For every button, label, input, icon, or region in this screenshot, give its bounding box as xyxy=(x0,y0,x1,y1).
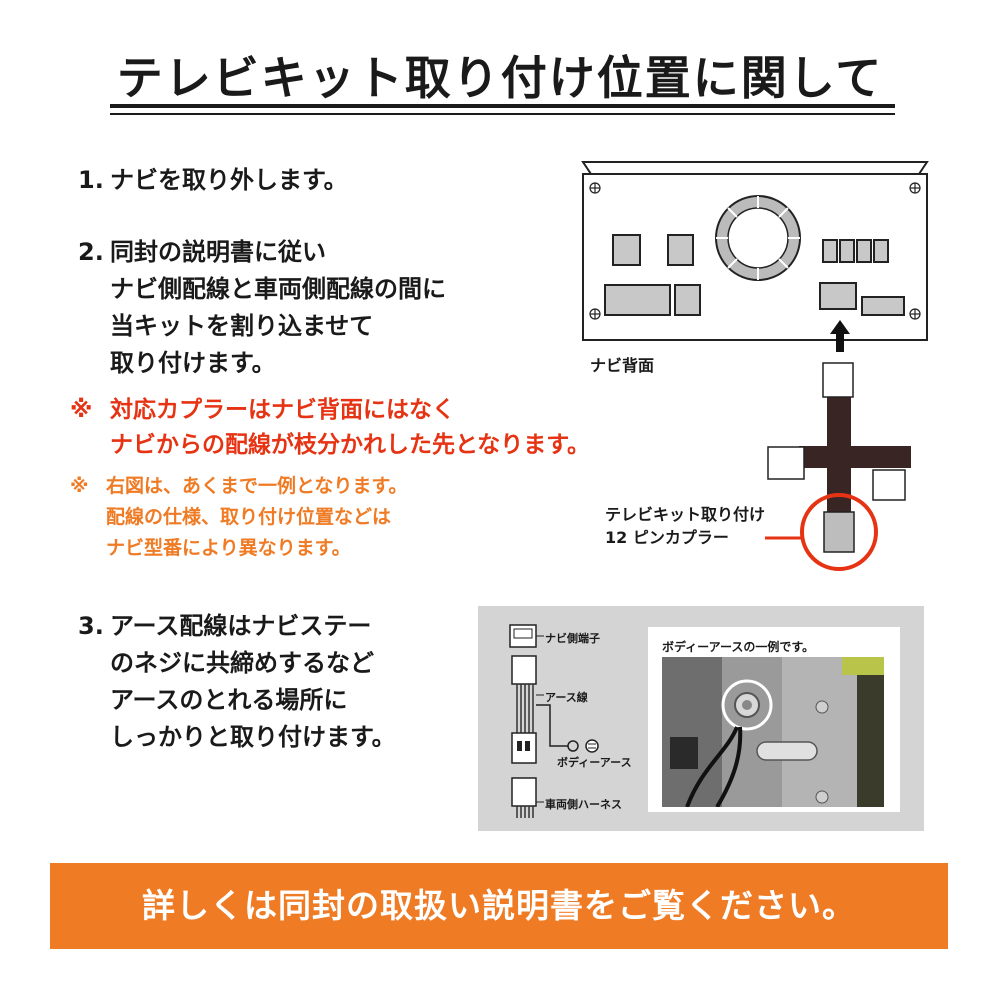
note-orange: ※ 右図は、あくまで一例となります。 配線の仕様、取り付け位置などは ナビ型番によ… xyxy=(70,471,408,564)
ring-terminal-icon xyxy=(567,740,579,752)
photo-caption: ボディーアースの一例です。 xyxy=(662,640,815,654)
ground-wiring-diagram xyxy=(509,624,599,818)
note-red: ※ 対応カプラーはナビ背面にはなく ナビからの配線が枝分かれした先となります。 xyxy=(70,393,590,463)
note-orange-mark: ※ xyxy=(70,475,89,497)
fan-icon xyxy=(715,195,801,281)
footer-text: 詳しくは同封の取扱い説明書をご覧ください。 xyxy=(142,886,856,925)
note-red-line: ナビからの配線が枝分かれした先となります。 xyxy=(110,432,591,458)
coupler-label-line: 12 ピンカプラー xyxy=(605,528,729,547)
navi-back-label: ナビ背面 xyxy=(590,356,655,375)
navi-terminal-label: ナビ側端子 xyxy=(545,632,600,645)
vehicle-harness-label: 車両側ハーネス xyxy=(545,798,622,811)
earth-wire-label: アース線 xyxy=(545,691,588,704)
note-orange-line: 配線の仕様、取り付け位置などは xyxy=(106,506,392,528)
note-red-line: 対応カプラーはナビ背面にはなく xyxy=(110,397,455,423)
step-3-line: のネジに共締めするなど xyxy=(110,649,374,677)
page-title: テレビキット取り付け位置に関して xyxy=(116,51,884,105)
note-orange-line: 右図は、あくまで一例となります。 xyxy=(106,475,408,497)
coupler-label-line: テレビキット取り付け xyxy=(605,505,766,524)
step-2-line: 取り付けます。 xyxy=(110,349,276,377)
step-3-line: しっかりと取り付けます。 xyxy=(110,723,396,751)
body-earth-label: ボディーアース xyxy=(557,756,632,769)
step-3-number: 3. xyxy=(78,612,104,640)
step-2-line: 同封の説明書に従い xyxy=(110,238,326,266)
navi-back-diagram xyxy=(581,161,929,571)
step-2-number: 2. xyxy=(78,238,104,266)
step-2-line: ナビ側配線と車両側配線の間に xyxy=(110,275,446,303)
body-earth-photo xyxy=(662,657,884,807)
title-rule xyxy=(110,104,895,108)
step-1-text: ナビを取り外します。 xyxy=(110,166,348,194)
note-red-mark: ※ xyxy=(70,397,93,423)
step-3: 3.アース配線はナビステー のネジに共締めするなど アースのとれる場所に しっか… xyxy=(78,608,396,756)
step-1-number: 1. xyxy=(78,166,104,194)
title-rule-thin xyxy=(110,113,895,115)
screw-icon xyxy=(589,182,921,320)
note-orange-line: ナビ型番により異なります。 xyxy=(106,537,351,559)
footer-banner xyxy=(50,863,948,949)
step-3-line: アースのとれる場所に xyxy=(110,686,348,714)
coupler-label: テレビキット取り付け 12 ピンカプラー xyxy=(605,503,765,549)
ground-bolt-icon xyxy=(585,739,599,753)
step-3-line: アース配線はナビステー xyxy=(110,612,372,640)
step-1: 1.ナビを取り外します。 xyxy=(78,162,348,199)
step-2: 2.同封の説明書に従い ナビ側配線と車両側配線の間に 当キットを割り込ませて 取… xyxy=(78,234,446,382)
step-2-line: 当キットを割り込ませて xyxy=(110,312,374,340)
